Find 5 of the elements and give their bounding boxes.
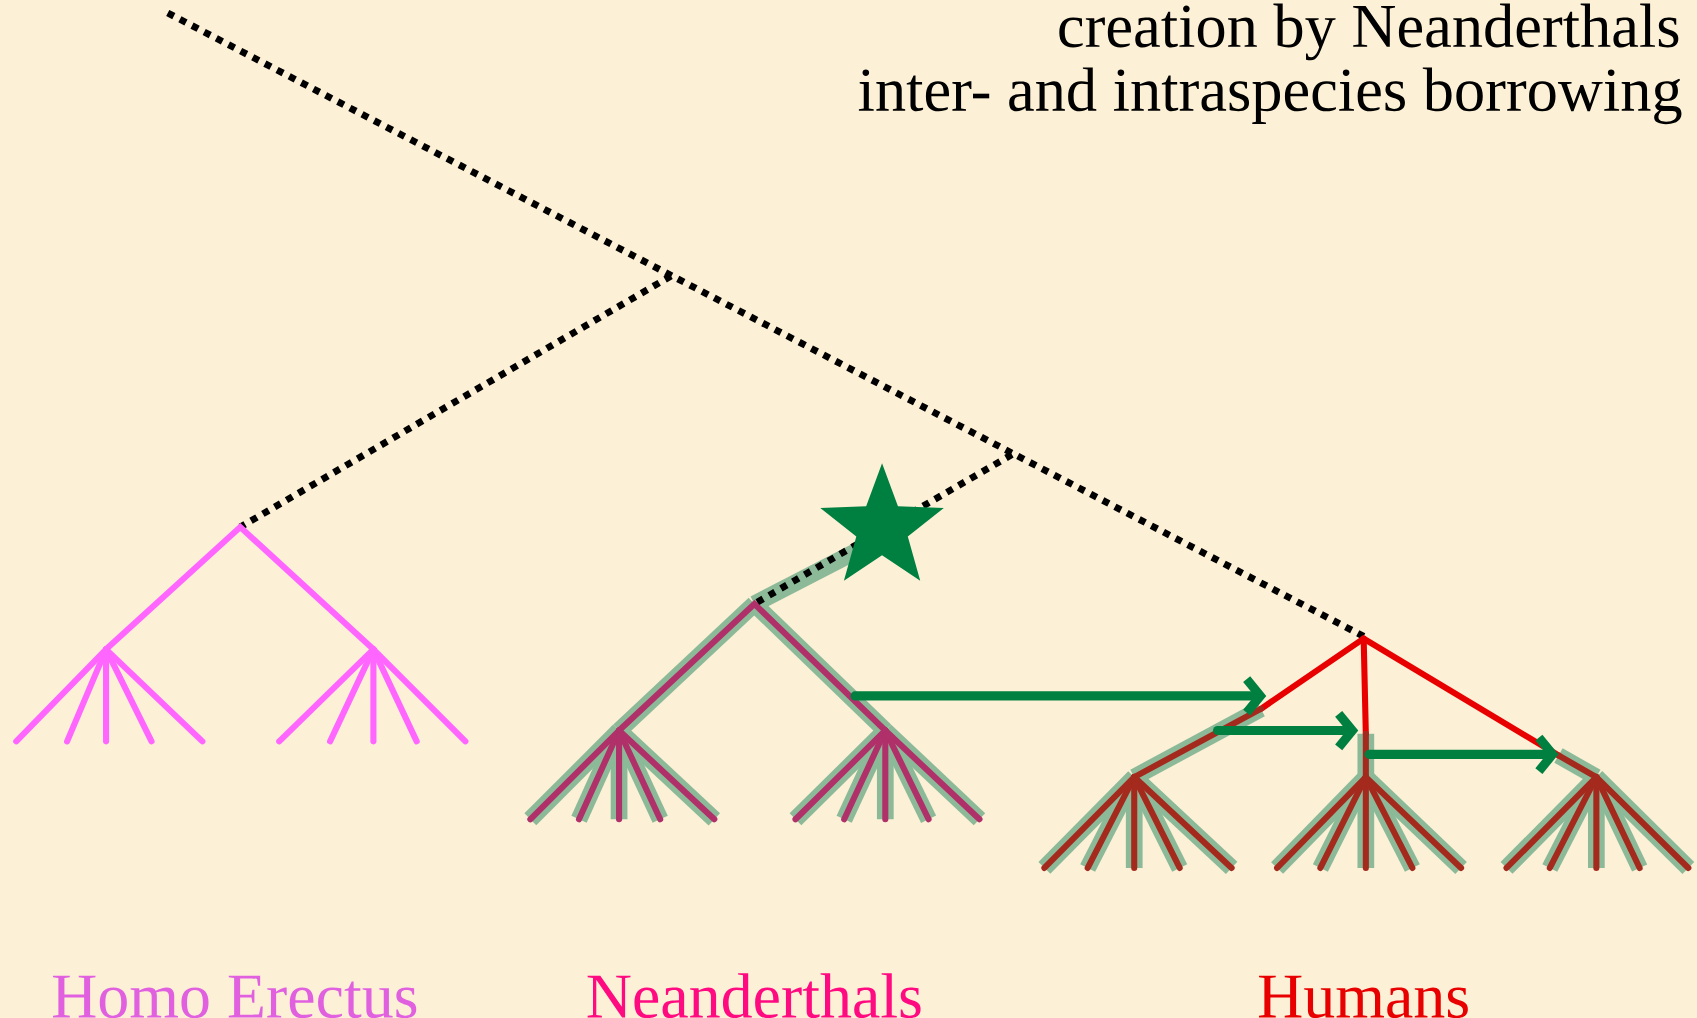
species-label: Humans: [1259, 975, 1468, 1018]
species-label: Neanderthals: [587, 972, 921, 1018]
note-text: inter- and intraspecies borrowing: [858, 67, 1682, 124]
species-label: Homo Erectus: [53, 975, 417, 1018]
note-text: creation by Neanderthals: [1059, 3, 1679, 61]
